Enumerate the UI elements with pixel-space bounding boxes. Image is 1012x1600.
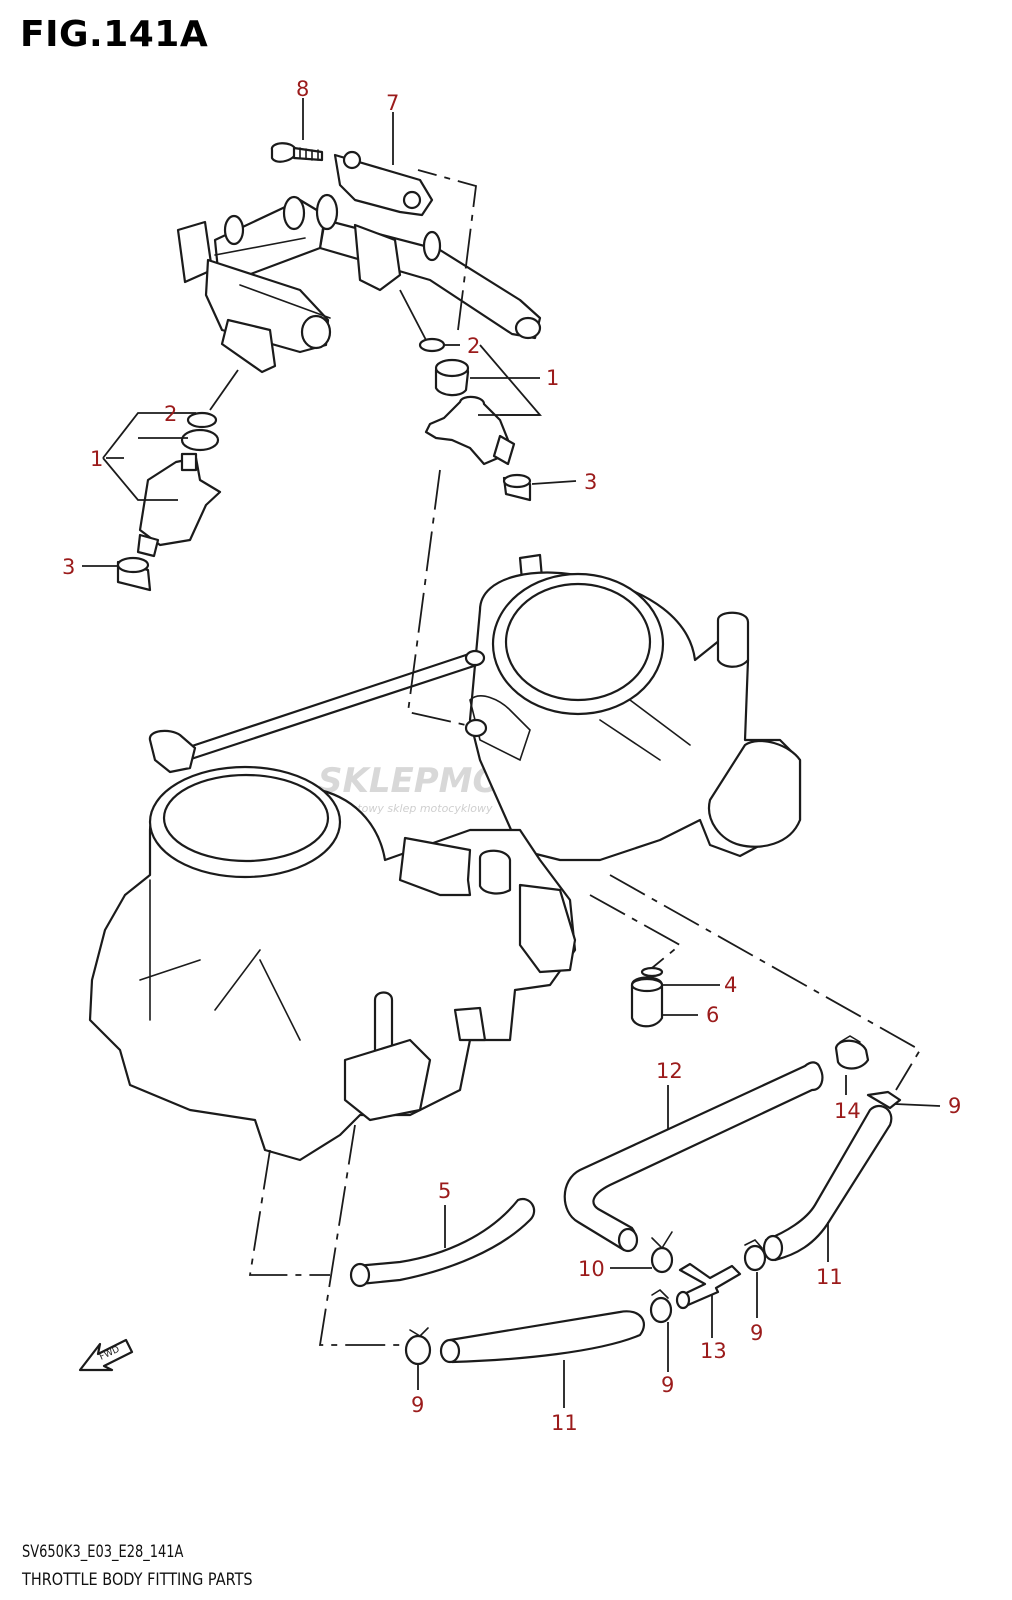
- throttle-body-rear: [468, 553, 802, 862]
- callout-11-bottom: 11: [551, 1411, 578, 1435]
- screw-8: [270, 142, 324, 163]
- callout-6: 6: [706, 1003, 719, 1027]
- callout-3-right: 3: [584, 470, 597, 494]
- callout-14: 14: [834, 1099, 861, 1123]
- injector-left: [116, 411, 222, 592]
- clamps: [404, 1035, 902, 1366]
- callout-2-right: 2: [467, 334, 480, 358]
- callout-3-left: 3: [62, 555, 75, 579]
- callout-7: 7: [386, 91, 399, 115]
- callout-9-left: 9: [411, 1393, 424, 1417]
- figure-title: FIG.141A: [20, 14, 209, 55]
- figure-caption: THROTTLE BODY FITTING PARTS: [22, 1570, 253, 1590]
- hose-11-right: [762, 1104, 893, 1262]
- callout-9-right: 9: [948, 1094, 961, 1118]
- model-code: SV650K3_E03_E28_141A: [22, 1542, 184, 1562]
- hose-5: [349, 1197, 536, 1288]
- callout-11-right: 11: [816, 1265, 843, 1289]
- callout-9-mid: 9: [750, 1321, 763, 1345]
- callout-13: 13: [700, 1339, 727, 1363]
- fuel-delivery-pipe: [176, 150, 542, 374]
- callout-4: 4: [724, 973, 737, 997]
- callout-8: 8: [296, 77, 309, 101]
- cap-6: [630, 966, 664, 1028]
- hose-11-bottom: [439, 1310, 645, 1364]
- throttle-body-front: [88, 695, 577, 1162]
- callout-1-left: 1: [90, 447, 103, 471]
- callout-numbers: 8 7 2 1 3 2 1 3 4 6 12 14 9 5 10 11 13 9…: [62, 77, 961, 1435]
- callout-1-right: 1: [546, 366, 559, 390]
- injector-right: [418, 337, 532, 502]
- callout-5: 5: [438, 1179, 451, 1203]
- assembly-lines: [248, 169, 922, 1346]
- callout-9-low: 9: [661, 1373, 674, 1397]
- t-joint-13: [675, 1262, 742, 1310]
- leader-lines: [82, 98, 941, 1408]
- callout-12: 12: [656, 1059, 683, 1083]
- linkage-rod: [148, 649, 486, 774]
- fwd-arrow-icon: FWD: [78, 1338, 134, 1372]
- hose-12: [563, 1061, 824, 1253]
- callout-2-left: 2: [164, 402, 177, 426]
- callout-10: 10: [578, 1257, 605, 1281]
